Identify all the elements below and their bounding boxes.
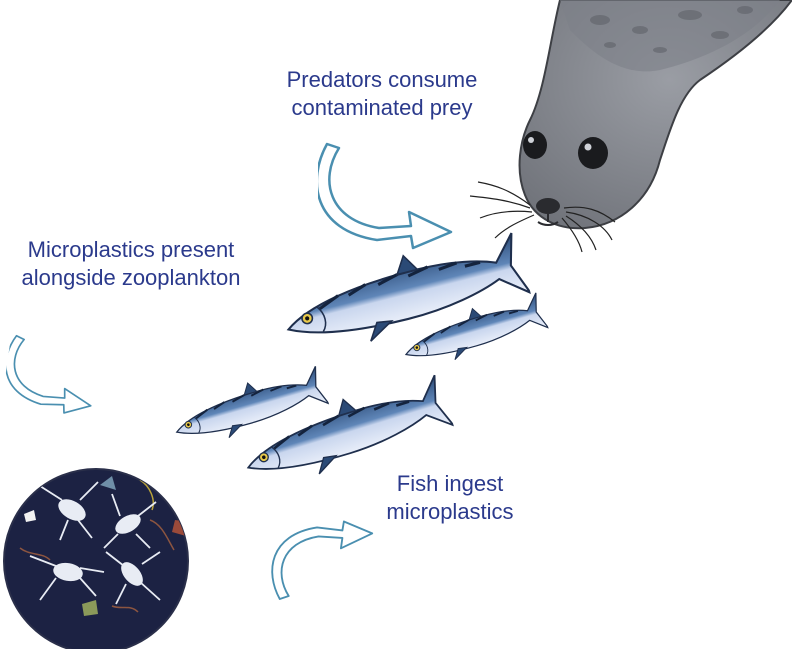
curved-arrow-icon bbox=[270, 520, 374, 601]
label-fish-line2: microplastics bbox=[386, 499, 514, 524]
label-predators-line1: Predators consume bbox=[286, 67, 478, 92]
label-fish: Fish ingest microplastics bbox=[370, 470, 530, 526]
zooplankton-microplastic-sample-icon bbox=[3, 468, 189, 649]
curved-arrow-icon bbox=[318, 142, 453, 250]
curved-arrow-icon bbox=[0, 333, 101, 419]
label-microplastics-line1: Microplastics present bbox=[27, 237, 235, 262]
label-predators-line2: contaminated prey bbox=[291, 95, 473, 120]
label-microplastics: Microplastics present alongside zooplank… bbox=[0, 236, 262, 292]
label-fish-line1: Fish ingest bbox=[396, 471, 504, 496]
label-microplastics-line2: alongside zooplankton bbox=[21, 265, 241, 290]
seal-icon bbox=[469, 0, 792, 253]
label-predators: Predators consume contaminated prey bbox=[252, 66, 512, 122]
